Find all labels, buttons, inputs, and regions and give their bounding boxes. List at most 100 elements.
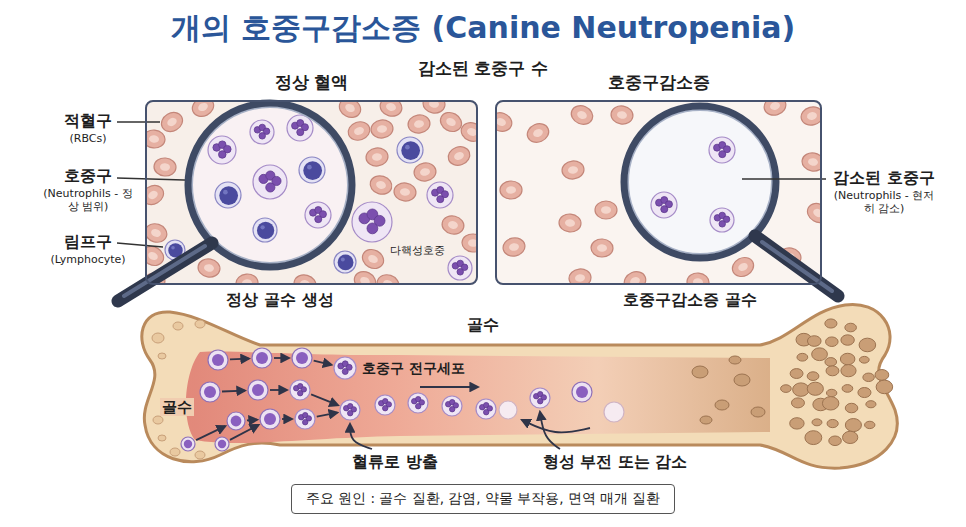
cell-body	[334, 251, 356, 273]
cell-center	[419, 167, 430, 176]
neutrophil	[448, 256, 472, 280]
cell-center	[769, 102, 781, 111]
cell-center	[629, 276, 641, 283]
leader-line	[117, 121, 160, 122]
cell-body	[408, 393, 428, 413]
neutrophil	[476, 399, 496, 419]
cell-body	[248, 380, 268, 400]
nucleus	[218, 440, 226, 448]
red-blood-cell	[561, 160, 585, 180]
cell-center	[150, 228, 162, 238]
cell-center	[372, 153, 383, 162]
nucleus	[303, 161, 322, 180]
cell-center	[597, 244, 607, 252]
cell-body	[393, 182, 417, 203]
bone-marrow: 골수	[140, 300, 908, 475]
cell-body	[334, 357, 356, 379]
bone-pore	[807, 372, 819, 381]
nucleus	[212, 354, 224, 366]
cell-body	[446, 144, 473, 168]
nucleus-lobe	[297, 129, 304, 136]
bone-pore	[793, 383, 809, 396]
cell-center	[807, 157, 818, 166]
cell-body	[413, 161, 438, 182]
cell-body	[235, 273, 258, 283]
nucleus-lobe	[259, 133, 265, 139]
bone-pore	[859, 338, 876, 352]
cell-center	[466, 127, 476, 138]
precursor-cell	[292, 348, 312, 368]
red-blood-cell	[591, 238, 614, 257]
cell-body	[359, 246, 387, 272]
precursor-cell	[260, 409, 280, 429]
bone-pore	[700, 416, 712, 424]
bone-pore	[829, 436, 842, 446]
red-blood-cell	[375, 272, 401, 283]
flow-arrow	[270, 389, 287, 391]
bone-pore	[153, 416, 163, 424]
bone-pore	[842, 385, 853, 393]
cell-body	[153, 157, 176, 176]
cell-body	[208, 350, 228, 370]
cell-body	[530, 388, 550, 408]
cell-center	[453, 151, 465, 162]
section-heading: 호중구감소증 골수	[623, 290, 757, 309]
red-blood-cell	[393, 182, 417, 203]
flow-arrow	[420, 386, 478, 388]
bone-pore	[729, 356, 741, 364]
neutrophil	[287, 115, 313, 141]
cell-body	[686, 272, 709, 283]
cell-body	[804, 200, 820, 227]
flow-arrow	[247, 419, 257, 421]
cell-center	[242, 279, 253, 283]
flow-arrow	[274, 357, 289, 359]
nucleus-lobe	[266, 183, 275, 192]
cell-center	[812, 207, 820, 219]
red-blood-cell	[158, 109, 186, 136]
cell-body	[260, 409, 280, 429]
red-blood-cell	[413, 161, 438, 182]
nucleus-lobe	[298, 391, 303, 396]
red-blood-cell	[446, 144, 473, 168]
red-blood-cell	[729, 254, 757, 280]
red-blood-cell	[799, 104, 820, 127]
nucleus	[257, 222, 274, 239]
cell-body	[448, 256, 472, 280]
nucleus-shine	[260, 225, 264, 229]
bone-pore	[845, 419, 861, 432]
flow-arrow	[222, 390, 245, 393]
cell-center	[367, 253, 379, 264]
red-blood-cell	[359, 246, 387, 272]
cell-body	[147, 182, 167, 209]
nucleus	[338, 255, 354, 271]
cell-body	[709, 137, 735, 163]
nucleus-shine	[307, 165, 312, 170]
part-label: 골수	[160, 398, 194, 416]
flow-arrow	[522, 420, 590, 432]
lens-cells	[651, 137, 735, 232]
precursor-cell	[200, 382, 220, 402]
bone-pore	[812, 419, 822, 426]
bone-pore	[195, 451, 205, 459]
cell-note: 다핵성호중	[388, 244, 447, 257]
cell-center	[353, 126, 365, 136]
nucleus	[219, 186, 238, 205]
cell-body	[147, 221, 169, 245]
cell-body	[407, 113, 432, 134]
red-blood-cell	[610, 104, 635, 125]
neutrophil	[295, 409, 315, 429]
blood-panel: 정상 혈액	[145, 100, 478, 285]
nucleus	[204, 386, 216, 398]
cell-center	[532, 128, 544, 139]
red-blood-cell	[422, 102, 447, 115]
red-blood-cell	[378, 102, 404, 119]
lymphocyte	[253, 218, 277, 242]
callout-label: 혈류로 방출	[352, 452, 438, 471]
nucleus-lobe	[538, 399, 543, 404]
red-blood-cell	[440, 214, 465, 236]
callout-label: 형성 부전 또는 감소	[543, 452, 688, 471]
cell-center	[575, 274, 586, 283]
cell-body	[340, 400, 360, 420]
cell-body	[290, 380, 310, 400]
